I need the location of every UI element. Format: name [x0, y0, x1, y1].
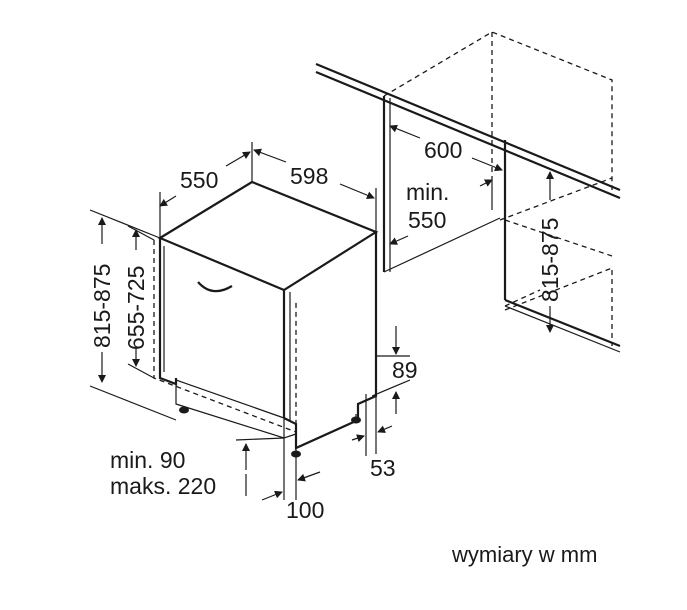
units-note: wymiary w mm — [451, 542, 597, 567]
label-600: 600 — [424, 137, 462, 163]
label-53: 53 — [370, 455, 396, 481]
label-550: 550 — [180, 167, 218, 193]
niche-outline — [315, 31, 621, 353]
dim-line-min-550 — [389, 178, 493, 245]
dim-line-598 — [253, 148, 377, 232]
dim-line-815-875-left — [89, 209, 177, 421]
label-89: 89 — [392, 357, 418, 383]
dim-line-100 — [261, 438, 321, 501]
dim-line-53 — [351, 394, 393, 456]
dim-line-550 — [159, 142, 253, 238]
label-815-875-left: 815-875 — [89, 264, 115, 348]
dim-line-600 — [389, 124, 503, 172]
dishwasher-body — [153, 180, 379, 458]
label-655-725: 655-725 — [123, 266, 149, 350]
label-min: min. — [406, 179, 449, 205]
dim-line-655-725 — [127, 225, 155, 379]
label-min-90: min. 90 — [110, 447, 185, 473]
label-100: 100 — [286, 497, 324, 523]
label-815-875-right: 815-875 — [537, 218, 563, 302]
label-maks-220: maks. 220 — [110, 473, 216, 499]
dim-line-89 — [371, 326, 411, 414]
label-min-550: 550 — [408, 207, 446, 233]
dim-line-toe-kick — [235, 437, 285, 496]
label-598: 598 — [290, 163, 328, 189]
